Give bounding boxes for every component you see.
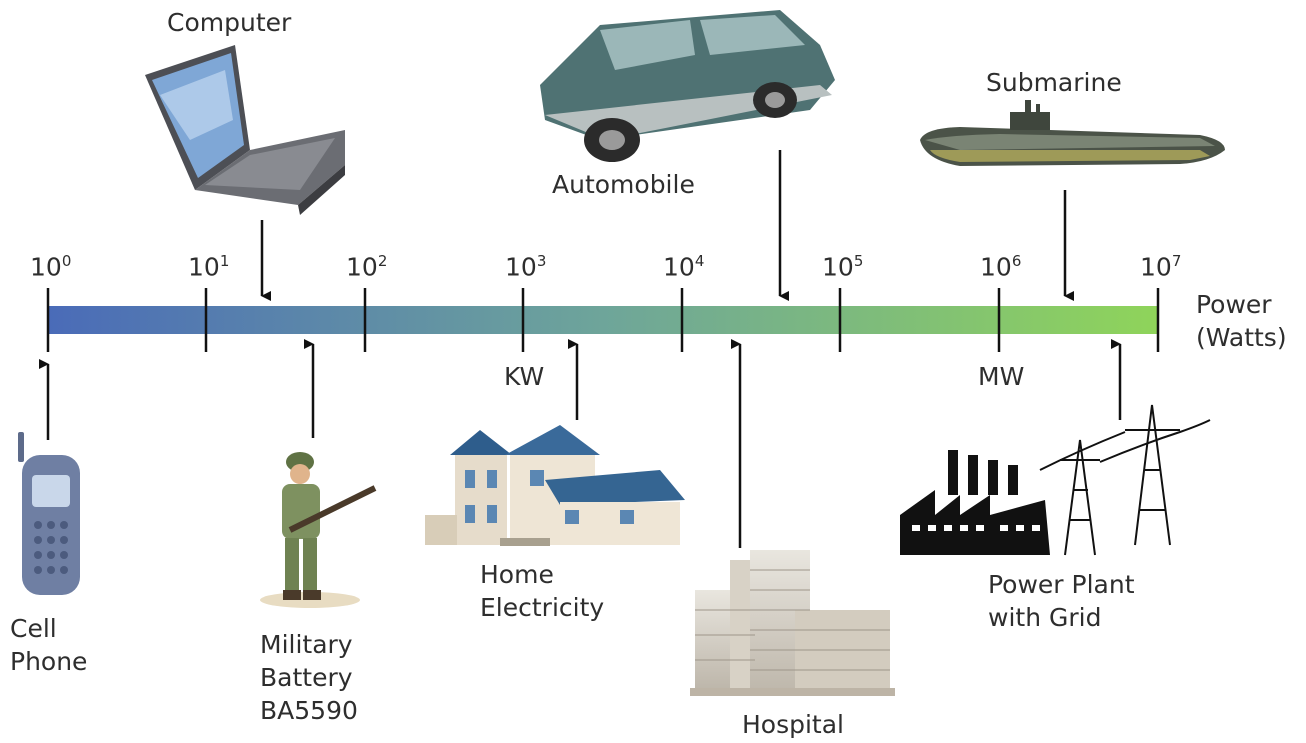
home-electricity-label-line2: Electricity [480,593,605,622]
laptop-icon [145,45,345,215]
tick-label-6: 106 [980,252,1022,282]
tick-label-1: 101 [188,252,230,282]
axis-title-line1: Power [1196,290,1272,319]
unit-kw-label: KW [504,362,545,391]
automobile-label: Automobile [552,170,695,199]
cell-phone-label-line1: Cell [10,614,57,643]
military-battery-label-line2: Battery [260,663,353,692]
hospital-building-icon [690,550,895,696]
cell-phone-label-line2: Phone [10,647,88,676]
computer-label: Computer [167,8,292,37]
hospital-label: Hospital [742,710,845,739]
house-icon [425,425,685,546]
cell-phone-label: Cell Phone [10,612,87,678]
power-plant-label-line1: Power Plant [988,570,1135,599]
axis-title: Power (Watts) [1196,288,1287,354]
cell-phone-icon [18,432,80,595]
arrows [39,150,1122,548]
tick-marks [46,288,1160,352]
power-plant-label-line2: with Grid [988,603,1102,632]
military-battery-label-line1: Military [260,630,353,659]
tick-label-0: 100 [30,252,72,282]
tick-label-7: 107 [1140,252,1182,282]
home-electricity-label-line1: Home [480,560,554,589]
submarine-label: Submarine [986,68,1122,97]
tick-label-3: 103 [505,252,547,282]
unit-mw-label: MW [978,362,1025,391]
tick-label-4: 104 [663,252,705,282]
soldier-icon [260,452,377,608]
axis-title-line2: (Watts) [1196,323,1287,352]
power-scale-bar [48,306,1158,334]
home-electricity-label: Home Electricity [480,558,604,624]
military-battery-label: Military Battery BA5590 [260,628,358,727]
tick-label-5: 105 [822,252,864,282]
tick-label-2: 102 [346,252,388,282]
submarine-icon [920,100,1225,166]
power-plant-icon [900,404,1211,556]
suv-icon [540,10,835,162]
military-battery-label-line3: BA5590 [260,696,358,725]
power-plant-label: Power Plant with Grid [988,568,1135,634]
